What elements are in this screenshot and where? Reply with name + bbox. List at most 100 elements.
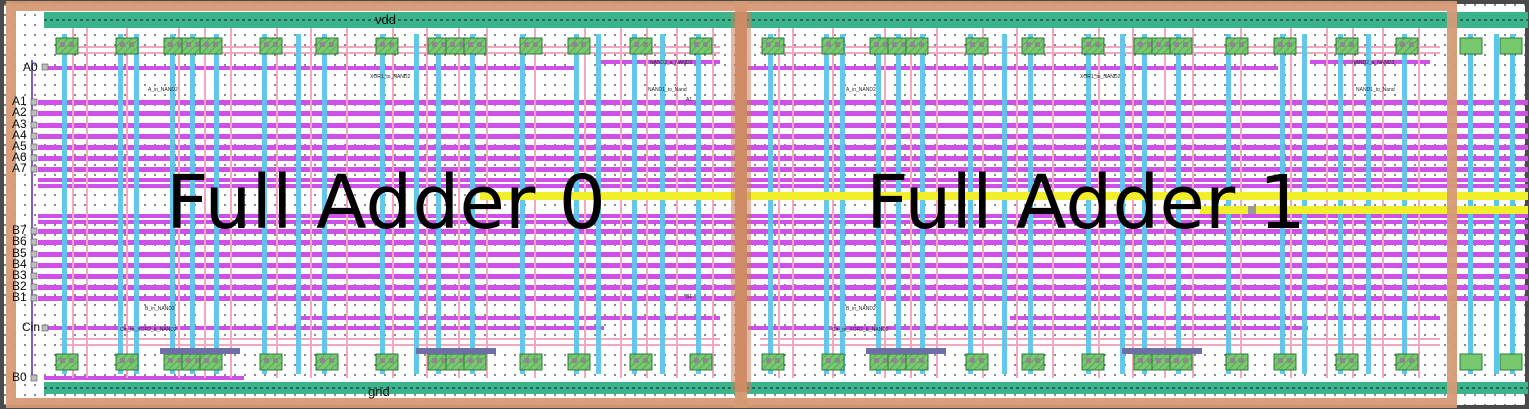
pin-b5: B5 [12, 246, 27, 260]
metal2-wire [1510, 34, 1515, 374]
pin-a2: A2 [12, 105, 27, 119]
metal2-wire [520, 34, 525, 374]
aux-bus-line [38, 184, 1528, 188]
contact [177, 42, 182, 47]
contact [1349, 358, 1354, 363]
contact [450, 42, 455, 47]
contact [892, 358, 897, 363]
contact [204, 42, 209, 47]
a-bus-line [38, 156, 1528, 161]
pmos-hatch [1170, 38, 1192, 54]
metal2-wire [1142, 34, 1147, 374]
contact [1138, 42, 1143, 47]
metal2-wire [134, 34, 139, 374]
pmos-hatch [464, 38, 486, 54]
contact [273, 358, 278, 363]
pmos-hatch [1396, 38, 1418, 54]
contact [1409, 42, 1414, 47]
contact [264, 42, 269, 47]
carry-bus-2 [1200, 206, 1528, 214]
contact [775, 42, 780, 47]
poly-wire [60, 344, 720, 346]
net-label-nand-b-2: NAND1_to_Nand [1356, 87, 1395, 93]
contact [1095, 358, 1100, 363]
b-bus-line [38, 240, 1528, 245]
transistor-cell-group [55, 37, 1523, 371]
pin-cin: Cin [22, 320, 40, 334]
gnd-rail [44, 382, 1528, 394]
pmos-hatch [630, 38, 652, 54]
poly-column [910, 28, 912, 378]
metal2-wire [1302, 34, 1307, 374]
metal2-wire [1468, 34, 1473, 374]
poly-column [778, 28, 780, 378]
poly-column [936, 28, 938, 378]
carry-wire [300, 316, 720, 320]
nwell-strap [1122, 348, 1202, 354]
nmos-hatch [116, 354, 138, 370]
contact [826, 42, 831, 47]
contact [264, 358, 269, 363]
nwell-strap [866, 348, 946, 354]
contact [634, 358, 639, 363]
contact [1035, 42, 1040, 47]
contact [380, 358, 385, 363]
contact [477, 358, 482, 363]
carry-wire-2 [1010, 316, 1440, 320]
contact [1400, 358, 1405, 363]
metal2-wire [1402, 34, 1407, 374]
contact [919, 358, 924, 363]
pmos-hatch [520, 38, 542, 54]
poly-column [534, 28, 536, 378]
nmos-hatch [1396, 354, 1418, 370]
nmos-cell [1459, 353, 1483, 371]
carry-contact [1248, 206, 1256, 214]
vdd-rail [44, 12, 1528, 28]
net-label-a-in-2: A_in_NAND2 [846, 87, 876, 93]
poly-column [486, 28, 488, 378]
contact [766, 358, 771, 363]
metal2-wire [840, 34, 845, 374]
poly-column [1290, 28, 1292, 378]
poly-column [310, 28, 312, 378]
contact [459, 358, 464, 363]
nmos-hatch [630, 354, 652, 370]
contact [1086, 42, 1091, 47]
contact [1156, 42, 1161, 47]
nmos-hatch [56, 354, 78, 370]
contact [970, 358, 975, 363]
contact [901, 358, 906, 363]
contact [892, 42, 897, 47]
contact [389, 358, 394, 363]
net-label-nand2: NAND2_a_NAND3 [650, 60, 692, 66]
b-pin-group: B7 B6 B5 B4 B3 B2 B1 [12, 223, 27, 304]
contact [874, 42, 879, 47]
contact [273, 42, 278, 47]
nmos-hatch [1022, 354, 1044, 370]
contact [524, 358, 529, 363]
contact [389, 42, 394, 47]
contact [1400, 42, 1405, 47]
net-label-xor: XOR1_to_NAND2 [370, 74, 411, 80]
full-adder-1-label: Full Adder 1 [866, 160, 1306, 246]
contact [979, 42, 984, 47]
b-bus-line [38, 296, 1528, 301]
vdd-label: vdd [375, 12, 396, 27]
net-label-xor-2: XOR1_to_NAND2 [1080, 74, 1121, 80]
pmos-cell [1499, 37, 1523, 55]
metal2-wire [296, 34, 301, 374]
contact [441, 358, 446, 363]
pmos-cell [1459, 37, 1483, 55]
metal2-wire [1120, 34, 1125, 374]
aux-bus-line [38, 214, 1528, 218]
contact [1287, 42, 1292, 47]
contact [320, 42, 325, 47]
pmos-hatch [1336, 38, 1358, 54]
contact [1026, 42, 1031, 47]
poly-column [1164, 28, 1166, 378]
contact [835, 358, 840, 363]
contact [581, 42, 586, 47]
contact [186, 42, 191, 47]
b-bus-line [38, 285, 1528, 290]
pmos-hatch [1082, 38, 1104, 54]
